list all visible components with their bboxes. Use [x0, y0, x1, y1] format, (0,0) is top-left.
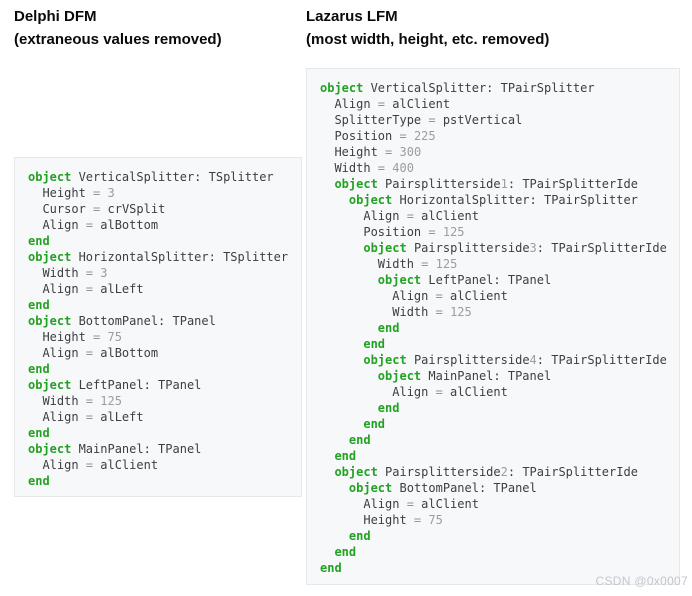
right-column-title: Lazarus LFM	[306, 8, 398, 25]
code-line: end	[348, 433, 371, 447]
code-line: Width = 3	[28, 266, 108, 280]
code-line: Height = 75	[28, 330, 122, 344]
code-line: Height = 300	[320, 145, 422, 159]
code-line: object Pairsplitterside2: TPairSplitterI…	[334, 465, 638, 479]
code-line: Height = 3	[28, 186, 115, 200]
delphi-dfm-code-block: object VerticalSplitter: TSplitter Heigh…	[14, 157, 302, 497]
code-line: Align = alBottom	[28, 218, 159, 232]
code-line: end	[28, 362, 50, 376]
code-line: Align = alClient	[320, 385, 508, 399]
code-line: end	[28, 298, 50, 312]
code-line: Position = 125	[320, 225, 465, 239]
code-line: object MainPanel: TPanel	[377, 369, 552, 383]
code-line: Align = alClient	[320, 289, 508, 303]
code-line: object BottomPanel: TPanel	[28, 314, 216, 328]
code-line: SplitterType = pstVertical	[320, 113, 523, 127]
code-line: Width = 125	[320, 305, 472, 319]
code-line: end	[28, 426, 50, 440]
code-line: object LeftPanel: TPanel	[28, 378, 202, 392]
code-line: end	[28, 234, 50, 248]
code-line: Width = 125	[320, 257, 458, 271]
code-line: end	[334, 545, 357, 559]
right-column-header: Lazarus LFM (most width, height, etc. re…	[306, 5, 549, 51]
code-line: Align = alClient	[28, 458, 159, 472]
code-line: Align = alClient	[320, 209, 479, 223]
code-line: Align = alLeft	[28, 282, 144, 296]
code-line: Align = alClient	[320, 497, 479, 511]
code-line: end	[363, 337, 386, 351]
left-column-subtitle: (extraneous values removed)	[14, 31, 222, 48]
code-line: Width = 400	[320, 161, 414, 175]
code-line: Align = alClient	[320, 97, 451, 111]
code-line: object BottomPanel: TPanel	[348, 481, 537, 495]
code-line: Align = alLeft	[28, 410, 144, 424]
code-line: Cursor = crVSplit	[28, 202, 166, 216]
left-column-header: Delphi DFM (extraneous values removed)	[14, 5, 222, 51]
code-line: Height = 75	[320, 513, 443, 527]
code-line: end	[377, 401, 400, 415]
code-line: object Pairsplitterside3: TPairSplitterI…	[363, 241, 667, 255]
code-line: end	[348, 529, 371, 543]
code-line: object HorizontalSplitter: TPairSplitter	[348, 193, 638, 207]
code-line: end	[377, 321, 400, 335]
code-line: object Pairsplitterside1: TPairSplitterI…	[334, 177, 638, 191]
code-line: Align = alBottom	[28, 346, 159, 360]
code-line: Position = 225	[320, 129, 436, 143]
lazarus-lfm-code-block: object VerticalSplitter: TPairSplitter A…	[306, 68, 680, 585]
code-line: end	[334, 449, 357, 463]
left-column-title: Delphi DFM	[14, 8, 97, 25]
code-line: end	[28, 474, 50, 488]
code-line: object HorizontalSplitter: TSplitter	[28, 250, 289, 264]
csdn-watermark: CSDN @0x0007	[595, 574, 688, 588]
code-line: object Pairsplitterside4: TPairSplitterI…	[363, 353, 667, 367]
code-line: object MainPanel: TPanel	[28, 442, 202, 456]
code-line: object VerticalSplitter: TPairSplitter	[320, 81, 595, 95]
code-line: end	[320, 561, 342, 575]
code-line: end	[363, 417, 386, 431]
code-line: Width = 125	[28, 394, 122, 408]
code-line: object VerticalSplitter: TSplitter	[28, 170, 274, 184]
code-line: object LeftPanel: TPanel	[377, 273, 552, 287]
right-column-subtitle: (most width, height, etc. removed)	[306, 31, 550, 48]
